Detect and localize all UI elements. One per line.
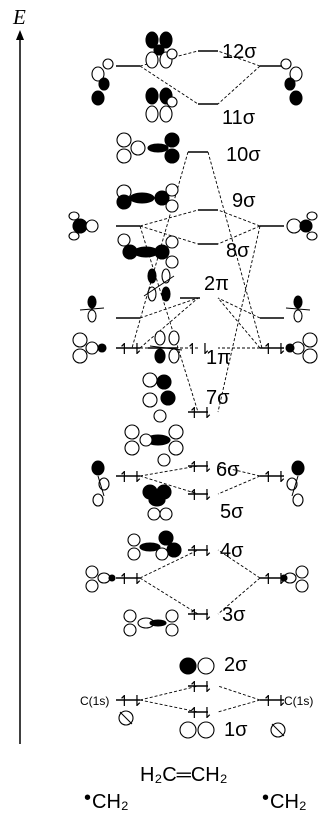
svg-text:↿⇂: ↿⇂ xyxy=(186,340,211,358)
svg-text:↿⇂: ↿⇂ xyxy=(262,570,287,588)
label-2s: 2σ xyxy=(224,654,248,676)
electron-pairs: ↿⇂ ↿⇂ ↿⇂ ↿⇂ ↿⇂ ↿⇂ ↿⇂ ↿⇂ ↿⇂ ↿⇂ ↿⇂ ↿⇂ ↿⇂ ↿… xyxy=(118,340,287,722)
ethylene-label: H₂C═CH₂ xyxy=(140,764,227,786)
label-11s: 11σ xyxy=(222,107,256,129)
orbital-1p-center xyxy=(149,330,183,364)
orbital-6s-left-side xyxy=(91,460,110,507)
label-10s: 10σ xyxy=(226,144,261,166)
label-3s: 3σ xyxy=(222,604,246,626)
orbital-8s-shape xyxy=(117,233,179,269)
label-9s: 9σ xyxy=(232,190,256,212)
label-8s: 8σ xyxy=(226,240,250,262)
orbital-ch2-left-top xyxy=(91,58,114,106)
label-2p: 2π xyxy=(204,273,229,295)
orbital-12s-shape xyxy=(145,31,178,69)
methylene-right-label: CH₂ xyxy=(270,791,307,813)
energy-levels xyxy=(116,50,284,713)
label-12s: 12σ xyxy=(222,41,257,63)
orbital-11s-shape xyxy=(145,87,178,123)
orbital-1p-left-sp xyxy=(72,332,107,364)
label-1p: 1π xyxy=(206,347,231,369)
svg-text:↿⇂: ↿⇂ xyxy=(188,486,213,504)
svg-text:↿⇂: ↿⇂ xyxy=(262,692,287,710)
orbital-left-p xyxy=(79,295,105,323)
svg-text:↿⇂: ↿⇂ xyxy=(262,468,287,486)
svg-text:↿⇂: ↿⇂ xyxy=(188,704,213,722)
molecule-labels: H₂C═CH₂ • CH₂ • CH₂ xyxy=(84,764,307,813)
orbital-pictograms xyxy=(68,31,318,739)
orbital-6s-shape xyxy=(124,424,184,467)
svg-text:↿⇂: ↿⇂ xyxy=(188,542,213,560)
svg-text:↿⇂: ↿⇂ xyxy=(188,458,213,476)
label-6s: 6σ xyxy=(216,459,240,481)
orbital-right-p xyxy=(285,295,311,323)
orbital-2s-shape xyxy=(179,657,215,675)
orbital-1s-shape xyxy=(179,721,215,739)
label-4s: 4σ xyxy=(220,540,244,562)
svg-text:↿⇂: ↿⇂ xyxy=(118,340,143,358)
orbital-core-right xyxy=(270,722,286,738)
orbital-ch2-right-top xyxy=(280,58,303,106)
svg-text:↿⇂: ↿⇂ xyxy=(188,606,213,624)
orbital-labels: 12σ 11σ 10σ 9σ 8σ 2π 1π 7σ 6σ 5σ 4σ 3σ 2… xyxy=(80,41,313,741)
orbital-9s-shape xyxy=(116,183,179,213)
orbital-right-226 xyxy=(286,211,318,241)
energy-axis-label: E xyxy=(12,5,26,29)
label-5s: 5σ xyxy=(220,501,244,523)
orbital-10s-shape xyxy=(116,132,180,164)
orbital-left-226 xyxy=(68,211,99,241)
orbital-3s-shape xyxy=(123,609,179,637)
orbital-3s-left-side xyxy=(85,565,116,593)
label-core-right: C(1s) xyxy=(284,694,313,708)
orbital-7s-shape xyxy=(142,372,176,423)
svg-text:↿⇂: ↿⇂ xyxy=(118,468,143,486)
svg-text:↿⇂: ↿⇂ xyxy=(118,570,143,588)
svg-text:↿⇂: ↿⇂ xyxy=(118,692,143,710)
orbital-3s-right-side xyxy=(280,565,309,593)
svg-text:↿⇂: ↿⇂ xyxy=(262,340,287,358)
orbital-core-left xyxy=(118,710,134,726)
radical-dot-left: • xyxy=(84,787,91,809)
svg-text:↿⇂: ↿⇂ xyxy=(188,404,213,422)
methylene-left-label: CH₂ xyxy=(92,791,129,813)
radical-dot-right: • xyxy=(262,787,269,809)
orbital-4s-shape xyxy=(127,530,182,561)
orbital-5s-shape xyxy=(142,484,173,521)
orbital-1p-right-sp xyxy=(285,332,318,364)
svg-text:↿⇂: ↿⇂ xyxy=(188,678,213,696)
energy-axis-arrowhead xyxy=(16,30,24,40)
label-core-left: C(1s) xyxy=(80,694,109,708)
label-7s: 7σ xyxy=(206,387,230,409)
orbital-6s-right-side xyxy=(286,460,305,507)
orbital-2p-shape xyxy=(143,268,175,302)
label-1s: 1σ xyxy=(224,719,248,741)
